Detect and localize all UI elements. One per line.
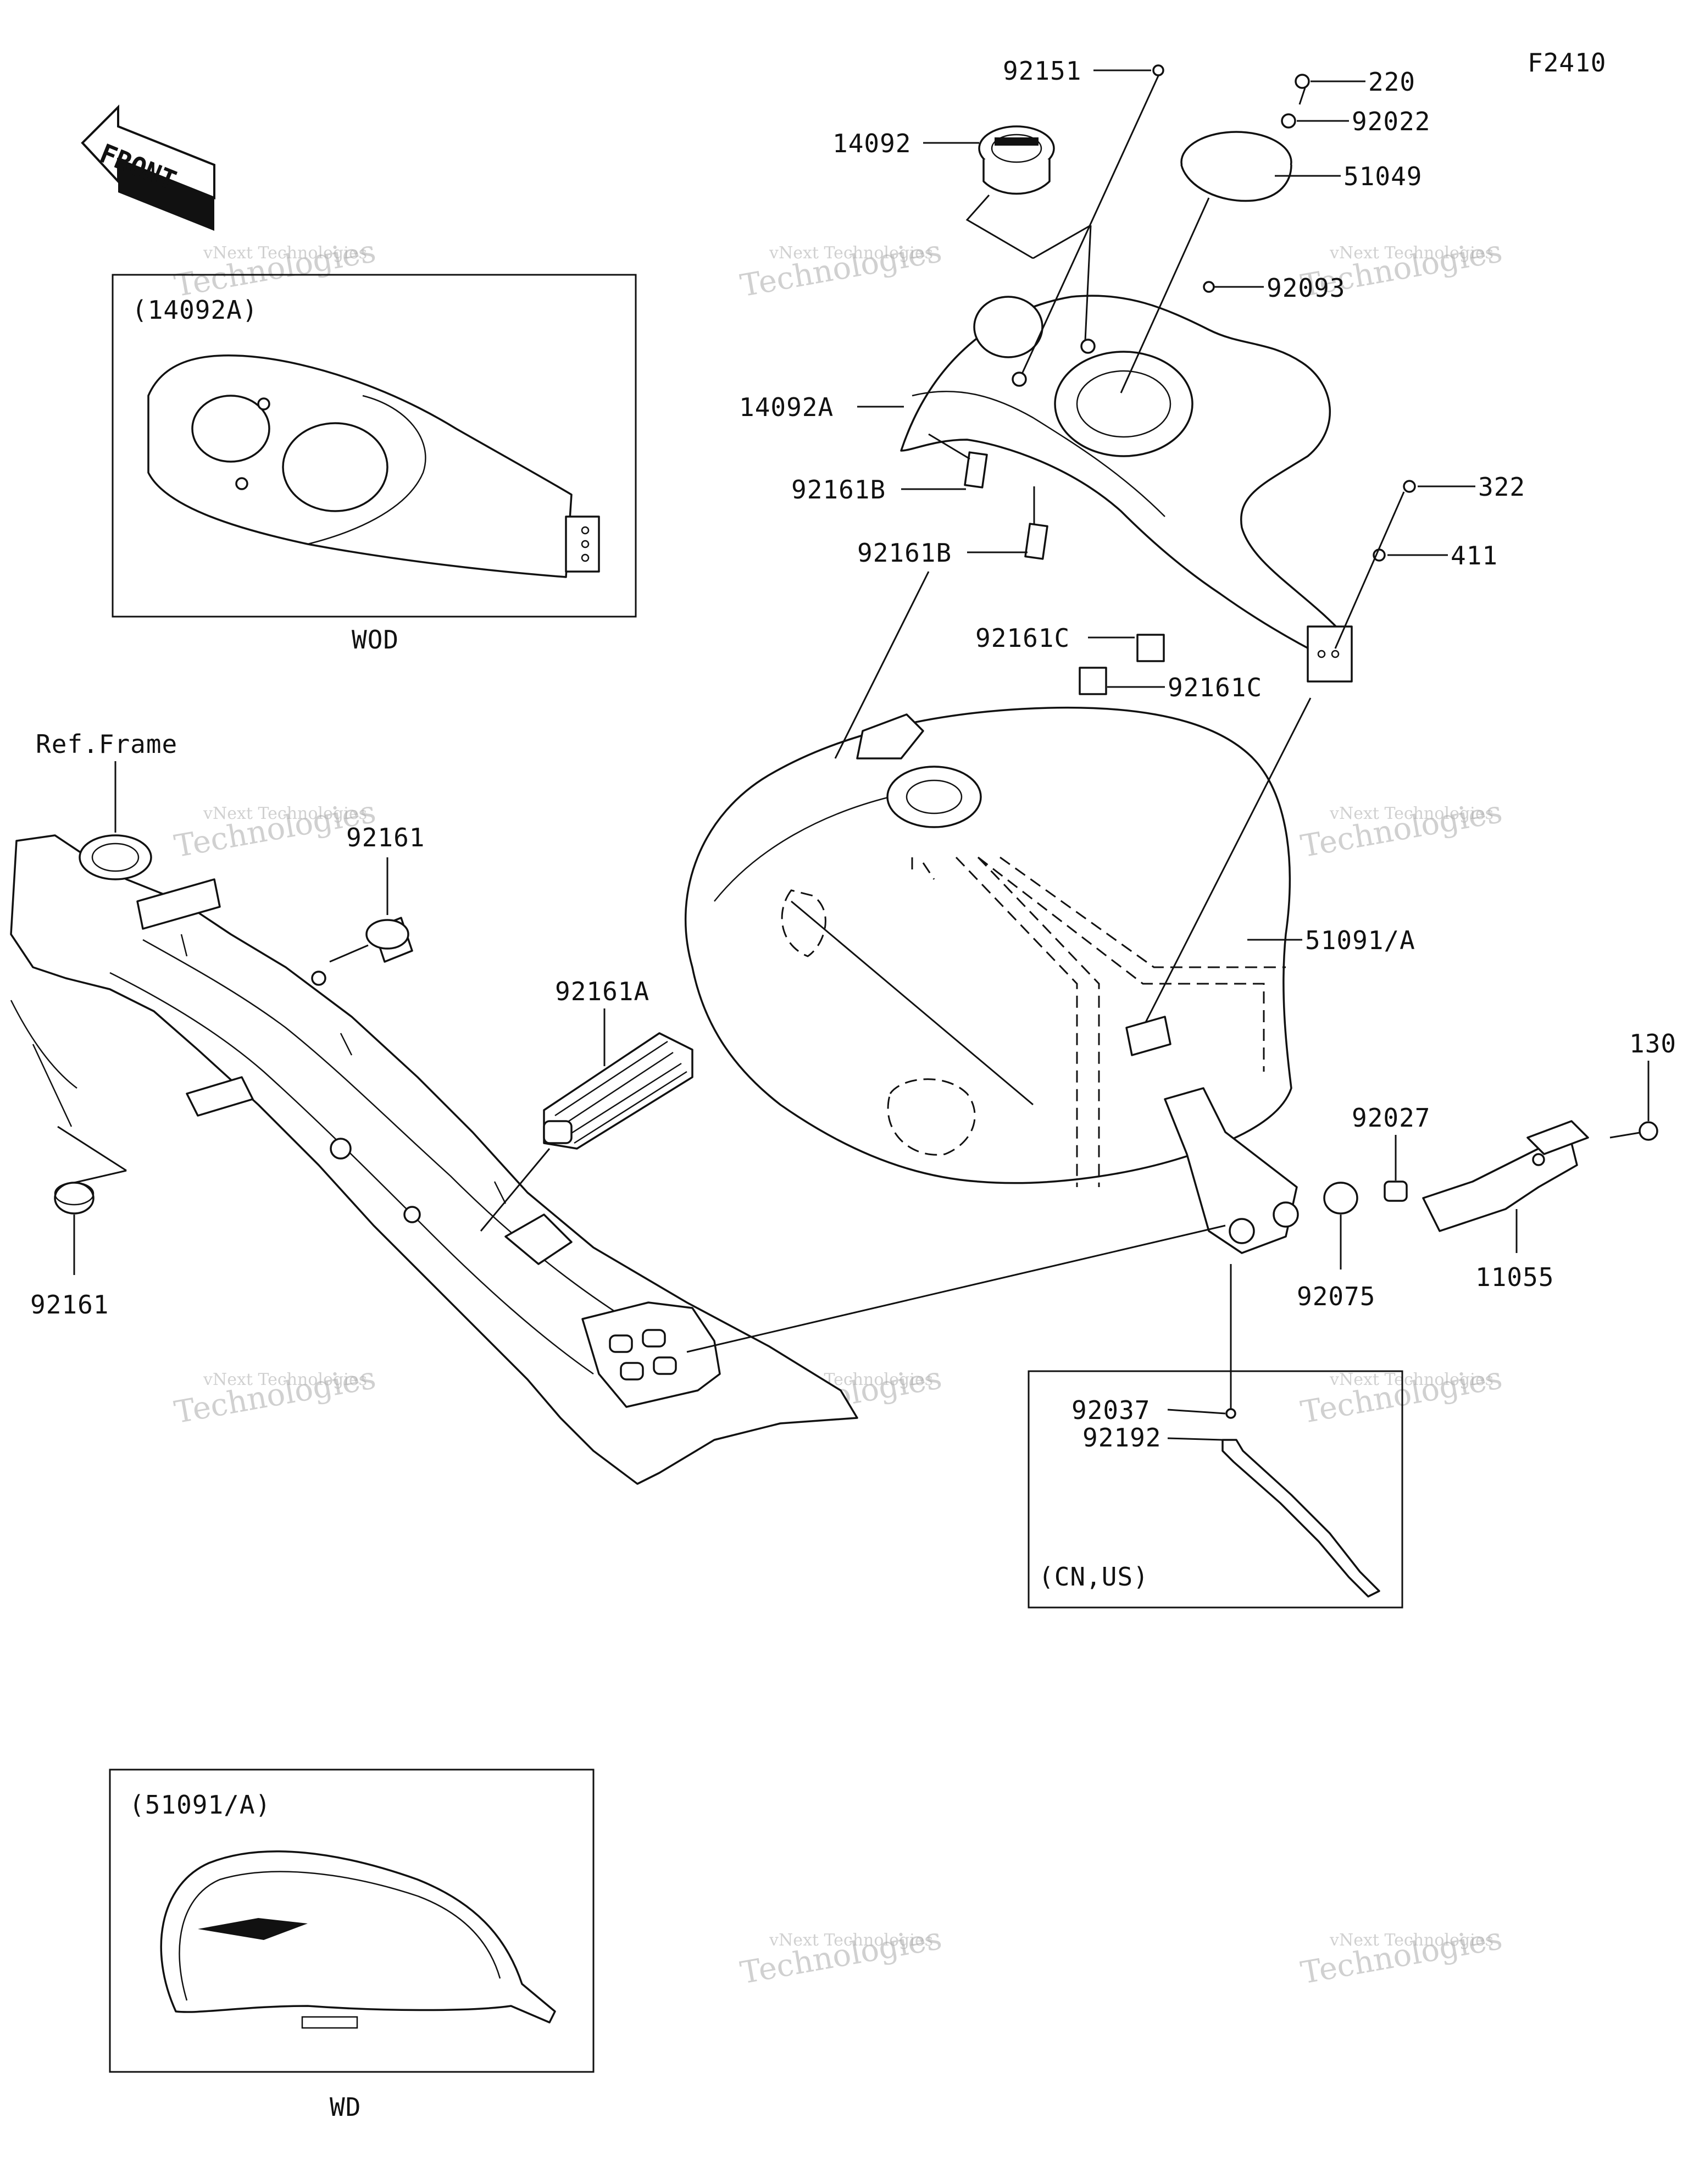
svg-text:vNext Technologies: vNext Technologies [1329,1370,1493,1389]
label-92022: 92022 [1352,107,1430,136]
label-14092A: 14092A [739,392,834,422]
part-labels: 92151 220 92022 14092 51049 92093 14092A… [30,56,1676,1453]
pad-92161B-2 [1024,523,1048,560]
label-92161B-1: 92161B [791,475,886,505]
grommet-92093 [1203,281,1215,293]
ref-frame-label: Ref.Frame [36,729,177,759]
washer-92022 [1281,113,1296,129]
label-51091A: 51091/A [1305,925,1415,955]
label-92161A: 92161A [555,977,649,1006]
pad-92161B-1 [964,451,988,489]
inset-51091A-title: (51091/A) [129,1790,271,1820]
svg-text:vNext Technologies: vNext Technologies [1329,243,1493,263]
svg-text:vNext Technologies: vNext Technologies [769,1931,933,1950]
pad-92161C-2 [1079,667,1107,695]
label-92161B-2: 92161B [857,538,952,568]
watermark: vNext Technologies Technologies [737,1921,944,1991]
svg-text:vNext Technologies: vNext Technologies [1329,804,1493,823]
steering-head [79,834,152,880]
label-92192: 92192 [1082,1423,1161,1453]
tank-cover-14092A [900,295,1353,683]
label-92161C-1: 92161C [975,623,1070,653]
bolt-220 [1295,74,1310,105]
inset-cn-us-title: (CN,US) [1039,1562,1149,1592]
collar-92027 [1384,1180,1408,1202]
label-92093: 92093 [1267,273,1345,303]
bracket-11055 [1422,1120,1589,1232]
label-220: 220 [1368,67,1415,97]
damper-92161-upper [311,917,413,986]
inset-14092A-frame [112,274,637,618]
label-92037: 92037 [1071,1395,1150,1425]
inset-cn-us-frame [1028,1370,1403,1609]
watermark: vNext Technologies Technologies [1298,1921,1504,1991]
label-92161C-2: 92161C [1168,673,1262,702]
inset-51091A-caption: WD [330,2092,361,2122]
inset-14092A-title: (14092A) [132,295,258,325]
screw-92151 [1152,64,1164,76]
label-92151: 92151 [1003,56,1081,86]
label-411: 411 [1451,541,1498,570]
bolt-130 [1609,1121,1658,1141]
fuel-tank-51091A [685,706,1292,1187]
inset-cn-us: (CN,US) [1028,1370,1403,1609]
svg-text:vNext Technologies: vNext Technologies [203,1370,367,1389]
inset-14092A: (14092A) WOD [112,274,637,655]
bolt-322 [1403,480,1416,493]
label-130: 130 [1629,1029,1676,1058]
svg-text:vNext Technologies: vNext Technologies [769,243,933,263]
pad-92161C-1 [1136,634,1165,662]
label-51049: 51049 [1343,162,1422,191]
inset-51091A-frame [109,1769,595,2073]
inset-14092A-caption: WOD [352,625,399,655]
label-92161-upper: 92161 [346,823,425,852]
figure-code: F2410 [1528,48,1606,77]
watermark: vNext Technologies Technologies [171,1360,378,1431]
svg-text:vNext Technologies: vNext Technologies [1329,1931,1493,1950]
label-11055: 11055 [1475,1262,1554,1292]
watermark: vNext Technologies Technologies [171,234,378,304]
svg-text:vNext Technologies: vNext Technologies [203,243,367,263]
rubber-92161A [543,1032,693,1150]
cap-51049 [1180,131,1292,202]
label-92027: 92027 [1352,1103,1430,1133]
grommet-92075 [1323,1182,1358,1215]
watermark: vNext Technologies Technologies [737,234,944,304]
front-arrow-icon: FRONT [81,104,215,231]
label-92075: 92075 [1297,1282,1375,1311]
svg-text:vNext Technologies: vNext Technologies [203,804,367,823]
clamp-92037 [1225,1408,1236,1419]
frame [10,834,858,1485]
tank-rear-bracket [1164,1087,1299,1254]
label-14092: 14092 [832,129,911,158]
label-322: 322 [1478,472,1525,502]
fuel-cap-14092 [978,125,1055,195]
leader-lines [686,69,1650,1441]
watermark: vNext Technologies Technologies [1298,794,1504,864]
inset-51091A: (51091/A) WD [109,1769,595,2122]
damper-92161-lower [54,1182,95,1215]
label-92161-lower: 92161 [30,1290,109,1320]
